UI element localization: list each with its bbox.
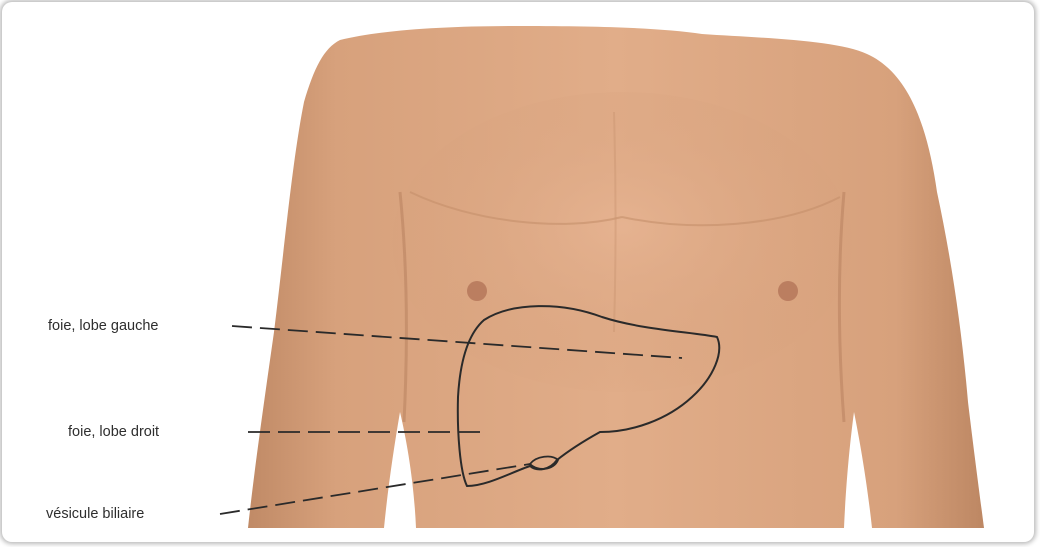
chest-highlight — [392, 92, 852, 392]
left-nipple — [467, 281, 487, 301]
liver-anatomy-diagram: foie, lobe gauche foie, lobe droit vésic… — [2, 2, 1034, 542]
label-right-lobe: foie, lobe droit — [68, 424, 159, 440]
figure-frame: foie, lobe gauche foie, lobe droit vésic… — [2, 2, 1034, 542]
label-gallbladder: vésicule biliaire — [46, 506, 144, 522]
right-nipple — [778, 281, 798, 301]
label-left-lobe: foie, lobe gauche — [48, 318, 158, 334]
